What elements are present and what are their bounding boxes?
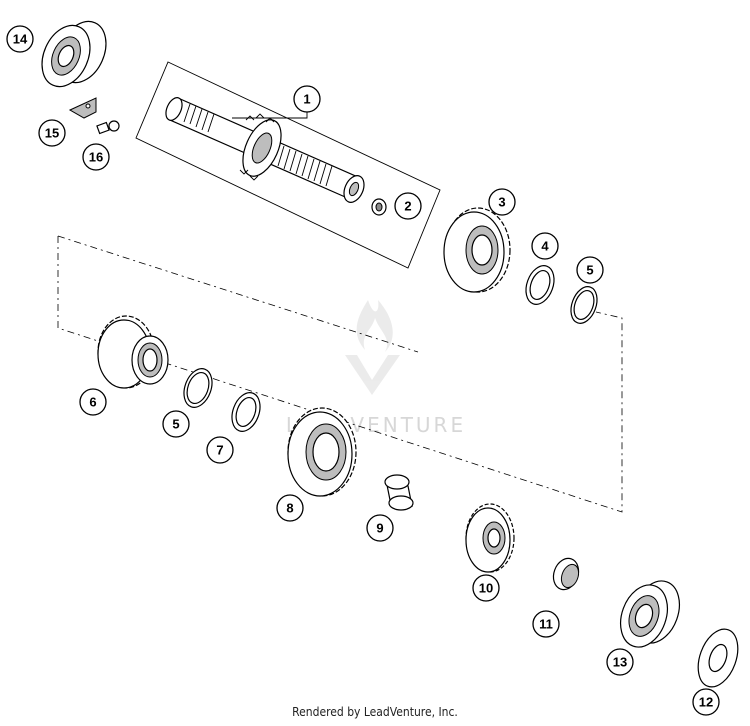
callout-13: 13 [606, 648, 634, 676]
callout-8: 8 [276, 494, 304, 522]
callout-circle [293, 85, 321, 113]
callout-3: 3 [488, 188, 516, 216]
callout-circle [366, 514, 394, 542]
screw-part-16 [96, 120, 120, 135]
callout-6: 6 [79, 388, 107, 416]
bushing-part-11 [552, 557, 580, 591]
assembly-outline [57, 236, 623, 513]
assembly-outline-top [57, 235, 419, 353]
washer-part-12 [697, 628, 739, 688]
bearing-part-14 [41, 20, 107, 88]
callout-number: 10 [479, 581, 493, 596]
callout-circle [606, 648, 634, 676]
callout-number: 4 [541, 239, 549, 254]
callout-circle [488, 188, 516, 216]
callout-circle [576, 256, 604, 284]
gear-part-10 [465, 503, 515, 573]
callout-circle [531, 232, 559, 260]
callout-14: 14 [6, 25, 34, 53]
callout-circle [472, 574, 500, 602]
washer-part-7 [231, 392, 261, 432]
callout-circle [532, 610, 560, 638]
callout-number: 1 [303, 92, 310, 107]
callout-number: 8 [286, 501, 293, 516]
callout-circle [692, 688, 720, 716]
callout-12: 12 [692, 688, 720, 716]
callout-number: 3 [498, 195, 505, 210]
callout-5: 5 [162, 410, 190, 438]
callout-circle [394, 192, 422, 220]
callout-2: 2 [394, 192, 422, 220]
callout-15: 15 [38, 119, 66, 147]
callout-number: 2 [404, 199, 411, 214]
bearing-part-13 [620, 580, 680, 648]
washer-part-4 [525, 265, 555, 305]
gear-part-6 [97, 315, 169, 389]
callout-number: 5 [172, 417, 179, 432]
callout-9: 9 [366, 514, 394, 542]
callout-5: 5 [576, 256, 604, 284]
callout-number: 16 [89, 150, 103, 165]
callout-circle [82, 143, 110, 171]
callout-7: 7 [206, 436, 234, 464]
circlip-part-5-lower [183, 368, 213, 408]
gear-part-3 [443, 207, 511, 293]
callout-circle [79, 388, 107, 416]
callout-number: 5 [586, 263, 593, 278]
callout-circle [276, 494, 304, 522]
callout-10: 10 [472, 574, 500, 602]
gear-part-8 [287, 407, 357, 497]
callout-number: 6 [89, 395, 96, 410]
footer-credit: Rendered by LeadVenture, Inc. [292, 705, 458, 719]
callout-circle [38, 119, 66, 147]
callout-11: 11 [532, 610, 560, 638]
callout-circle [206, 436, 234, 464]
circlip-part-5-upper [570, 286, 598, 324]
bushing-part-9 [384, 474, 414, 511]
callout-circle [6, 25, 34, 53]
callout-16: 16 [82, 143, 110, 171]
watermark-logo [345, 300, 400, 395]
callout-number: 7 [216, 443, 223, 458]
callout-1: 1 [293, 85, 321, 113]
callout-number: 14 [13, 32, 28, 47]
callout-number: 11 [539, 617, 553, 632]
lock-plate-part-15 [68, 97, 97, 119]
callout-number: 15 [45, 126, 59, 141]
callout-number: 9 [376, 521, 383, 536]
callout-4: 4 [531, 232, 559, 260]
callout-number: 12 [699, 695, 713, 710]
callout-circle [162, 410, 190, 438]
main-shaft-assembly [135, 61, 441, 269]
callout-number: 13 [613, 655, 627, 670]
